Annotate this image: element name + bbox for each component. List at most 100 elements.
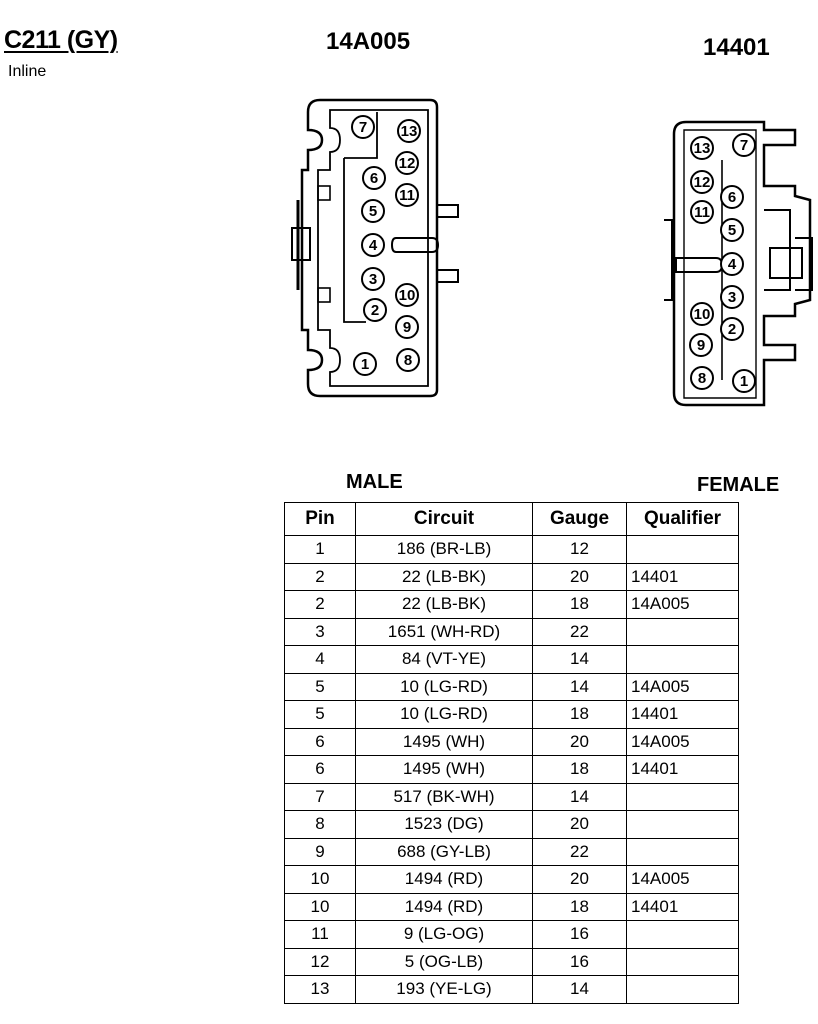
pin-cell: 13: [284, 975, 356, 1004]
gauge-cell: 14: [532, 672, 627, 701]
female-pin-9: 9: [689, 333, 713, 357]
header-circuit: Circuit: [355, 502, 533, 536]
qualifier-cell: [626, 947, 739, 976]
svg-text:1: 1: [740, 373, 748, 390]
female-pin-10: 10: [690, 302, 714, 326]
svg-text:5: 5: [369, 203, 377, 220]
female-pin-6: 6: [720, 185, 744, 209]
svg-text:10: 10: [399, 287, 416, 304]
svg-text:8: 8: [698, 370, 706, 387]
svg-text:2: 2: [371, 302, 379, 319]
svg-text:11: 11: [399, 187, 415, 204]
svg-text:10: 10: [694, 306, 711, 323]
female-part-number: 14401: [703, 34, 770, 61]
circuit-cell: 10 (LG-RD): [355, 700, 533, 729]
pin-cell: 3: [284, 617, 356, 646]
gauge-cell: 18: [532, 755, 627, 784]
svg-text:9: 9: [403, 319, 411, 336]
gauge-cell: 20: [532, 865, 627, 894]
male-pin-7: 7: [351, 115, 375, 139]
circuit-cell: 1523 (DG): [355, 810, 533, 839]
circuit-cell: 84 (VT-YE): [355, 645, 533, 674]
male-pin-12: 12: [395, 151, 419, 175]
header-qualifier: Qualifier: [626, 502, 739, 536]
svg-text:13: 13: [401, 123, 418, 140]
male-pin-10: 10: [395, 283, 419, 307]
male-pin-2: 2: [363, 298, 387, 322]
female-pin-2: 2: [720, 317, 744, 341]
circuit-cell: 9 (LG-OG): [355, 920, 533, 949]
svg-text:12: 12: [399, 155, 416, 172]
circuit-cell: 1494 (RD): [355, 865, 533, 894]
gauge-cell: 20: [532, 562, 627, 591]
male-label: MALE: [346, 471, 403, 493]
male-pin-group: 7 13 12 6 11 5 4 3 10 2 9 1 8: [351, 115, 421, 376]
pin-cell: 11: [284, 920, 356, 949]
qualifier-cell: [626, 975, 739, 1004]
qualifier-cell: 14A005: [626, 865, 739, 894]
male-pin-5: 5: [361, 199, 385, 223]
qualifier-cell: 14401: [626, 700, 739, 729]
pin-cell: 4: [284, 645, 356, 674]
circuit-cell: 1651 (WH-RD): [355, 617, 533, 646]
circuit-cell: 22 (LB-BK): [355, 590, 533, 619]
qualifier-cell: [626, 617, 739, 646]
svg-text:2: 2: [728, 321, 736, 338]
circuit-cell: 193 (YE-LG): [355, 975, 533, 1004]
female-pin-7: 7: [732, 133, 756, 157]
connector-drawings: 7 13 12 6 11 5 4 3 10 2 9 1 8 13 7 12 6 …: [291, 98, 813, 407]
qualifier-cell: [626, 535, 739, 564]
gauge-cell: 18: [532, 892, 627, 921]
female-pin-11: 11: [690, 200, 714, 224]
pin-cell: 7: [284, 782, 356, 811]
circuit-cell: 186 (BR-LB): [355, 535, 533, 564]
pin-cell: 2: [284, 562, 356, 591]
svg-text:4: 4: [369, 237, 378, 254]
circuit-cell: 10 (LG-RD): [355, 672, 533, 701]
gauge-cell: 14: [532, 645, 627, 674]
pin-cell: 2: [284, 590, 356, 619]
female-pin-4: 4: [720, 252, 744, 276]
qualifier-cell: [626, 837, 739, 866]
circuit-cell: 5 (OG-LB): [355, 947, 533, 976]
gauge-cell: 20: [532, 727, 627, 756]
female-pin-12: 12: [690, 170, 714, 194]
header-gauge: Gauge: [532, 502, 627, 536]
qualifier-cell: 14A005: [626, 590, 739, 619]
svg-text:8: 8: [404, 352, 412, 369]
male-part-number: 14A005: [326, 28, 411, 55]
svg-text:7: 7: [359, 119, 367, 136]
gauge-cell: 18: [532, 590, 627, 619]
male-connector-body: [291, 98, 459, 398]
male-pin-11: 11: [395, 183, 419, 207]
female-pin-1: 1: [732, 369, 756, 393]
svg-text:6: 6: [370, 170, 378, 187]
pin-cell: 5: [284, 672, 356, 701]
pin-cell: 12: [284, 947, 356, 976]
qualifier-cell: 14A005: [626, 672, 739, 701]
female-pin-8: 8: [690, 366, 714, 390]
qualifier-cell: [626, 810, 739, 839]
female-pin-13: 13: [690, 136, 714, 160]
gauge-cell: 16: [532, 947, 627, 976]
female-label: FEMALE: [697, 474, 780, 496]
svg-text:9: 9: [697, 337, 705, 354]
male-pin-3: 3: [361, 267, 385, 291]
qualifier-cell: [626, 782, 739, 811]
header-pin: Pin: [284, 502, 356, 536]
gauge-cell: 14: [532, 975, 627, 1004]
svg-text:6: 6: [728, 189, 736, 206]
circuit-cell: 22 (LB-BK): [355, 562, 533, 591]
female-pin-group: 13 7 12 6 11 5 4 3 10 2 9 8 1: [689, 133, 756, 393]
